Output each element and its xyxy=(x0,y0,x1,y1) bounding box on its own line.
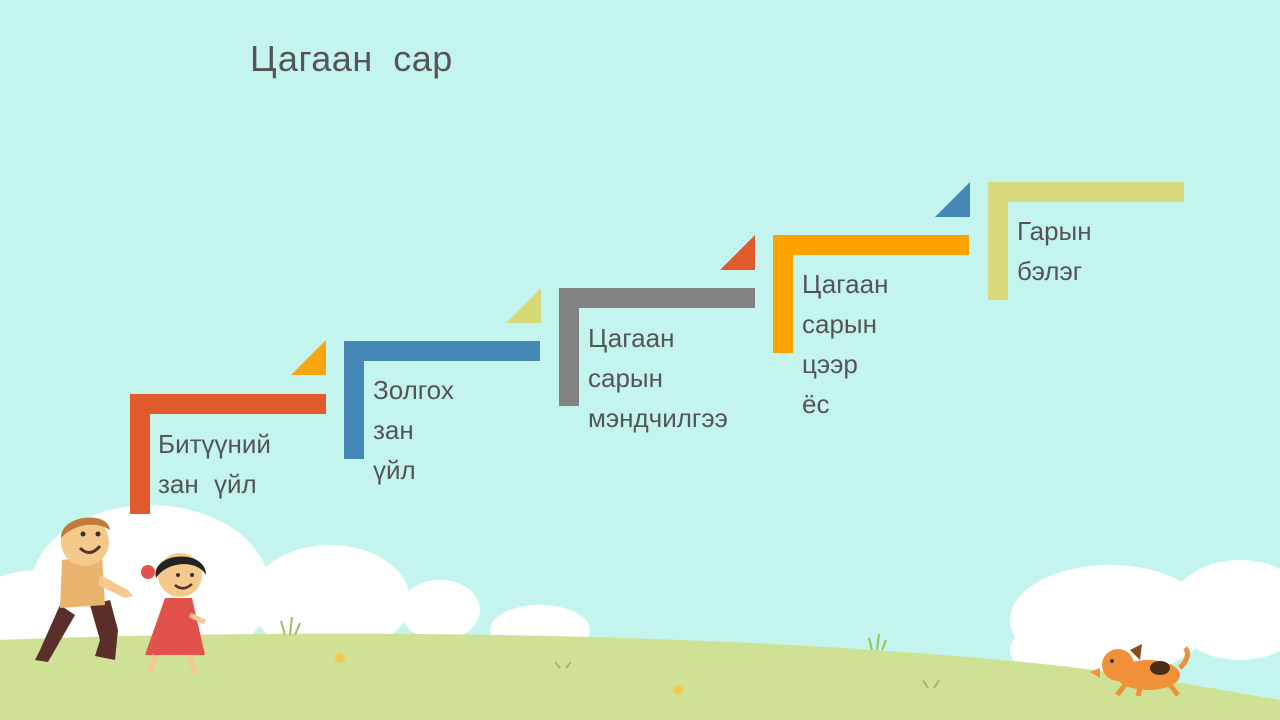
grass-hill xyxy=(0,633,1280,720)
step-4-vertical-bar xyxy=(773,235,793,353)
step-2-accent-triangle xyxy=(506,288,541,323)
dog-character xyxy=(1090,644,1191,697)
step-1-accent-triangle xyxy=(291,340,326,375)
step-2-horizontal-bar xyxy=(344,341,540,361)
grass-tufts xyxy=(280,616,940,689)
step-2-label: Золгох зан үйл xyxy=(373,375,454,485)
boy-character xyxy=(35,517,133,662)
step-1-vertical-bar xyxy=(130,394,150,514)
step-4-accent-triangle xyxy=(935,182,970,217)
step-1-label: Битүүний зан үйл xyxy=(158,429,271,499)
flowers xyxy=(335,653,683,695)
slide-title: Цагаан сар xyxy=(250,38,453,79)
step-5-horizontal-bar xyxy=(988,182,1184,202)
step-5-vertical-bar xyxy=(988,182,1008,300)
step-4-horizontal-bar xyxy=(773,235,969,255)
step-2-vertical-bar xyxy=(344,341,364,459)
step-1-horizontal-bar xyxy=(130,394,326,414)
step-3-label: Цагаан сарын мэндчилгээ xyxy=(588,323,728,433)
step-3-vertical-bar xyxy=(559,288,579,406)
step-3-horizontal-bar xyxy=(559,288,755,308)
step-5-label: Гарын бэлэг xyxy=(1017,216,1092,286)
step-3-accent-triangle xyxy=(720,235,755,270)
girl-character xyxy=(141,553,207,675)
step-4-label: Цагаан сарын цээр ёс xyxy=(802,269,889,419)
